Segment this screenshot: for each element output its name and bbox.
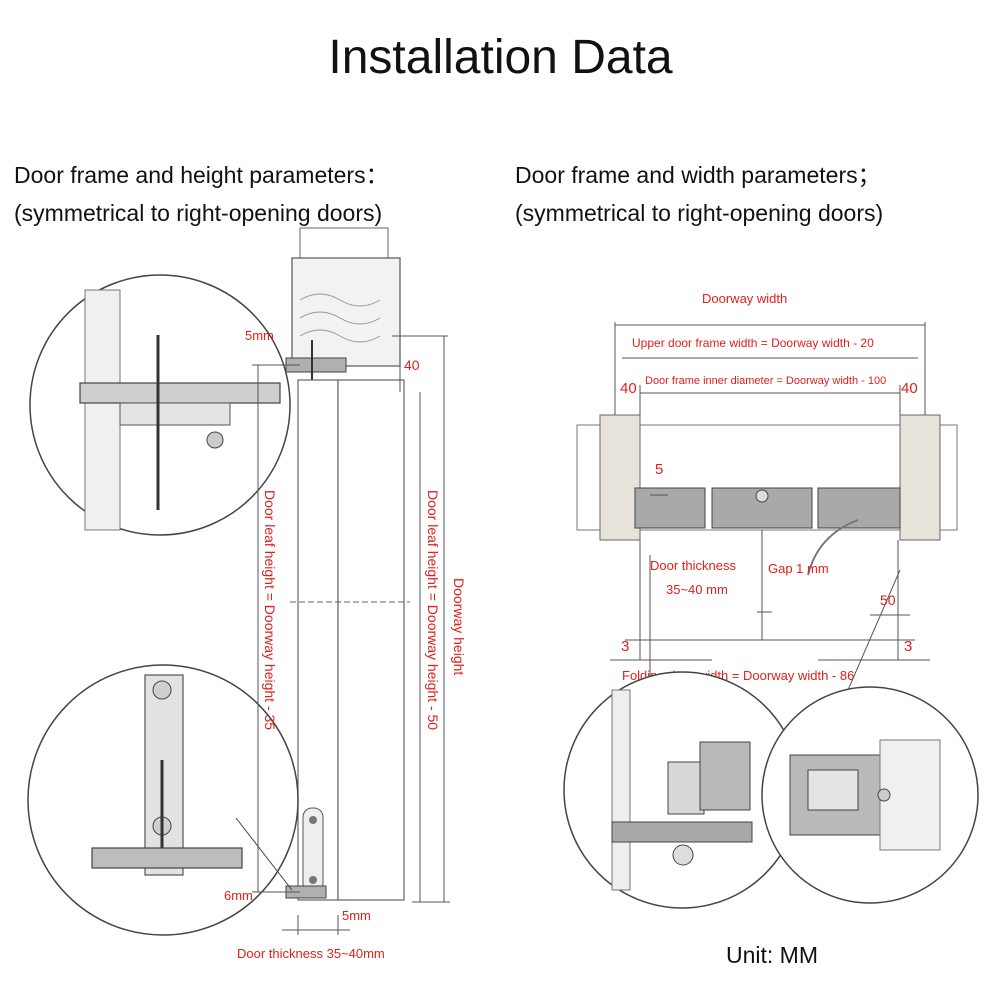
bottom-screw-2 xyxy=(309,876,317,884)
bottom-detail-plate xyxy=(144,674,184,876)
right-3-label: 3 xyxy=(904,638,912,655)
left-heading-line2: (symmetrical to right-opening doors) xyxy=(14,200,383,226)
top-detail-plate xyxy=(79,382,281,404)
left-detail-bracket xyxy=(667,761,705,815)
lower-dimension-lines xyxy=(610,494,930,721)
door-thickness-line1: Door thickness xyxy=(650,558,736,573)
page-title: Installation Data xyxy=(328,31,673,84)
bottom-detail-base xyxy=(91,847,243,869)
doorway-width-label: Doorway width xyxy=(702,291,787,306)
left-height-diagram: 5mm 40 Door leaf height = Doorway height… xyxy=(27,227,467,961)
offset-50-label: 50 xyxy=(880,592,896,608)
right-hinge-bar xyxy=(817,487,901,529)
top-gap-label: 5mm xyxy=(245,328,274,343)
unit-label: Unit: MM xyxy=(726,942,818,968)
right-heading-line1: Door frame and width parameters； xyxy=(515,162,881,188)
inner-diameter-label: Door frame inner diameter = Doorway widt… xyxy=(645,375,886,387)
right-40-label: 40 xyxy=(901,380,918,397)
upper-frame-label: Upper door frame width = Doorway width -… xyxy=(632,336,874,350)
top-detail-frame xyxy=(84,289,121,531)
upper-frame-block xyxy=(291,257,401,367)
frame-top-stub xyxy=(299,227,389,259)
left-dimension-lines xyxy=(252,335,450,935)
door-leaf-right xyxy=(337,379,405,901)
top-detail-bolt xyxy=(206,431,224,449)
left-jamb xyxy=(599,414,641,541)
bottom-detail-screw-1 xyxy=(152,680,172,700)
bottom-screw-1 xyxy=(309,816,317,824)
handle xyxy=(807,519,859,576)
offset-5-label: 5 xyxy=(655,461,663,478)
right-jamb xyxy=(899,414,941,541)
left-detail-block xyxy=(699,741,751,811)
gap-label: Gap 1 mm xyxy=(768,561,829,576)
left-detail-jamb xyxy=(611,689,631,891)
right-detail-bolt xyxy=(877,788,891,802)
doorway-height-label: Doorway height xyxy=(451,578,467,675)
bottom-offset-label: 5mm xyxy=(342,908,371,923)
left-detail-track xyxy=(611,821,753,843)
bottom-gap-label: 6mm xyxy=(224,888,253,903)
left-heading-line1: Door frame and height parameters： xyxy=(14,162,389,188)
door-thickness-line2: 35~40 mm xyxy=(666,582,728,597)
frame-40-label: 40 xyxy=(404,357,420,373)
leaf-height-50-label: Door leaf height = Doorway height - 50 xyxy=(425,490,441,730)
left-3-label: 3 xyxy=(621,638,629,655)
right-dimension-lines xyxy=(614,322,926,420)
center-pivot xyxy=(755,489,769,503)
right-width-diagram: Doorway width Upper door frame width = D… xyxy=(563,291,979,909)
wood-grain xyxy=(299,293,381,343)
bottom-detail-pointer xyxy=(235,817,293,891)
right-heading-line2: (symmetrical to right-opening doors) xyxy=(515,200,884,226)
top-detail-bracket xyxy=(119,402,231,426)
door-thickness-label: Door thickness 35~40mm xyxy=(237,946,385,961)
left-hinge-bar xyxy=(634,487,706,529)
left-detail-pivot xyxy=(672,844,694,866)
leaf-height-35-label: Door leaf height = Doorway height - 35 xyxy=(262,490,278,730)
left-40-label: 40 xyxy=(620,380,637,397)
right-detail-slot xyxy=(807,769,859,811)
